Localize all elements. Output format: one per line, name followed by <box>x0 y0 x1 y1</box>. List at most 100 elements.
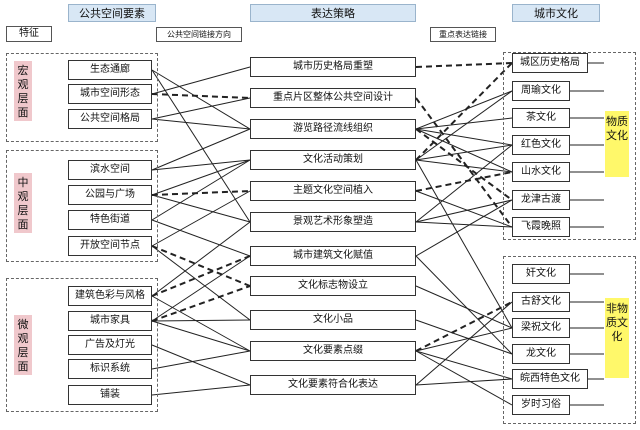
culture-longjin-ferry: 龙津古渡 <box>512 190 570 210</box>
key-link-tag: 重点表达链接 <box>430 27 496 42</box>
strategy-key-area-public-space-design: 重点片区整体公共空间设计 <box>250 88 416 108</box>
micro-layer-label: 微观层面 <box>14 315 32 375</box>
key-link-strategy-3-culture-0 <box>415 62 513 161</box>
link-strategy-2-culture-4 <box>415 128 513 173</box>
element-featured-streets: 特色街道 <box>68 210 152 230</box>
link-element-0-strategy-5 <box>151 69 251 223</box>
link-strategy-2-culture-3 <box>415 128 513 146</box>
link-strategy-6-culture-10 <box>415 255 513 355</box>
culture-item-8: 奸文化 <box>512 264 570 284</box>
culture-zhouyu: 周瑜文化 <box>512 81 570 101</box>
culture-red: 红色文化 <box>512 135 570 155</box>
strategy-cultural-landmark-setup: 文化标志物设立 <box>250 276 416 296</box>
link-element-4-strategy-3 <box>151 159 251 196</box>
culture-dragon: 龙文化 <box>512 344 570 364</box>
strategy-tour-route-organization: 游览路径流线组织 <box>250 119 416 139</box>
culture-historic-pattern: 城区历史格局 <box>512 53 588 73</box>
link-strategy-7-culture-9 <box>415 285 513 329</box>
key-link-element-1-strategy-1 <box>151 93 251 99</box>
culture-tea: 茶文化 <box>512 108 570 128</box>
link-element-8-strategy-6 <box>151 255 251 322</box>
element-open-space-nodes: 开放空间节点 <box>68 236 152 256</box>
strategy-historic-pattern-reshaping: 城市历史格局重塑 <box>250 57 416 77</box>
material-group-frame <box>503 52 636 240</box>
link-element-5-strategy-3 <box>151 159 251 221</box>
link-strategy-3-culture-3 <box>415 144 513 161</box>
header-urban-culture: 城市文化 <box>512 4 600 22</box>
header-expression-strategy: 表达策略 <box>250 4 416 22</box>
link-element-8-strategy-8 <box>151 319 251 322</box>
strategy-cultural-activity-planning: 文化活动策划 <box>250 150 416 170</box>
element-public-space-pattern: 公共空间格局 <box>68 109 152 129</box>
link-element-4-strategy-5 <box>151 194 251 223</box>
element-signage-system: 标识系统 <box>68 359 152 379</box>
link-element-5-strategy-6 <box>151 219 251 257</box>
link-strategy-5-culture-3 <box>415 144 513 223</box>
link-element-2-strategy-2 <box>151 118 251 130</box>
link-strategy-2-culture-1 <box>415 90 513 130</box>
key-link-element-8-strategy-7 <box>151 285 251 322</box>
link-strategy-9-culture-12 <box>415 350 513 406</box>
key-link-element-4-strategy-4 <box>151 190 251 196</box>
macro-group-frame <box>6 53 158 142</box>
link-element-0-strategy-2 <box>151 69 251 130</box>
link-strategy-3-culture-9 <box>415 159 513 329</box>
element-urban-spatial-form: 城市空间形态 <box>68 84 152 104</box>
link-element-10-strategy-9 <box>151 350 251 370</box>
material-culture-label: 物质文化 <box>605 111 629 177</box>
macro-layer-label: 宏观层面 <box>14 61 32 121</box>
micro-group-frame <box>6 278 158 412</box>
link-strategy-8-culture-10 <box>415 319 513 355</box>
key-link-strategy-1-culture-6 <box>415 97 513 228</box>
key-link-strategy-9-culture-8 <box>415 301 513 352</box>
link-element-11-strategy-10 <box>151 384 251 396</box>
element-paving: 铺装 <box>68 385 152 405</box>
strategy-cultural-sketches: 文化小品 <box>250 310 416 330</box>
link-strategy-3-culture-1 <box>415 90 513 161</box>
link-element-8-strategy-9 <box>151 320 251 352</box>
culture-gushu: 古舒文化 <box>512 292 570 312</box>
key-link-strategy-0-culture-0 <box>415 62 513 68</box>
key-link-element-7-strategy-6 <box>151 255 251 297</box>
element-parks-and-squares: 公园与广场 <box>68 185 152 205</box>
link-strategy-9-culture-9 <box>415 327 513 352</box>
link-strategy-5-culture-5 <box>415 199 513 223</box>
element-building-color-style: 建筑色彩与风格 <box>68 286 152 306</box>
link-element-7-strategy-5 <box>151 221 251 297</box>
feature-tag: 特征 <box>6 26 52 42</box>
strategy-building-cultural-value: 城市建筑文化赋值 <box>250 246 416 266</box>
link-element-6-strategy-4 <box>151 190 251 247</box>
link-strategy-6-culture-5 <box>415 199 513 257</box>
link-element-3-strategy-2 <box>151 128 251 171</box>
non-material-group-frame <box>503 256 636 424</box>
strategy-themed-cultural-space-implant: 主题文化空间植入 <box>250 181 416 201</box>
strategy-landscape-art-image: 景观艺术形象塑造 <box>250 212 416 232</box>
link-strategy-10-culture-8 <box>415 301 513 386</box>
meso-layer-label: 中观层面 <box>14 173 32 233</box>
link-element-2-strategy-1 <box>151 97 251 120</box>
link-strategy-4-culture-6 <box>415 190 513 228</box>
link-strategy-5-culture-6 <box>415 221 513 228</box>
link-direction-tag: 公共空间链接方向 <box>156 27 242 42</box>
culture-west-anhui: 皖西特色文化 <box>512 369 588 389</box>
culture-feixia-sunset: 飞霞晚照 <box>512 217 570 237</box>
link-element-6-strategy-8 <box>151 245 251 321</box>
element-ads-and-lighting: 广告及灯光 <box>68 335 152 355</box>
link-element-1-strategy-0 <box>151 66 251 95</box>
culture-liangzhu: 梁祝文化 <box>512 318 570 338</box>
link-element-9-strategy-10 <box>151 344 251 386</box>
culture-landscape: 山水文化 <box>512 162 570 182</box>
meso-group-frame <box>6 150 158 262</box>
strategy-cultural-element-accents: 文化要素点缀 <box>250 341 416 361</box>
link-element-3-strategy-3 <box>151 159 251 171</box>
element-waterfront-space: 滨水空间 <box>68 160 152 180</box>
key-link-element-6-strategy-7 <box>151 245 251 287</box>
link-strategy-10-culture-11 <box>415 378 513 386</box>
key-link-strategy-4-culture-4 <box>415 171 513 192</box>
culture-seasonal-customs: 岁时习俗 <box>512 395 570 415</box>
header-public-space-elements: 公共空间要素 <box>68 4 156 22</box>
link-element-7-strategy-9 <box>151 295 251 352</box>
non-material-culture-label: 非物质文化 <box>605 298 629 378</box>
